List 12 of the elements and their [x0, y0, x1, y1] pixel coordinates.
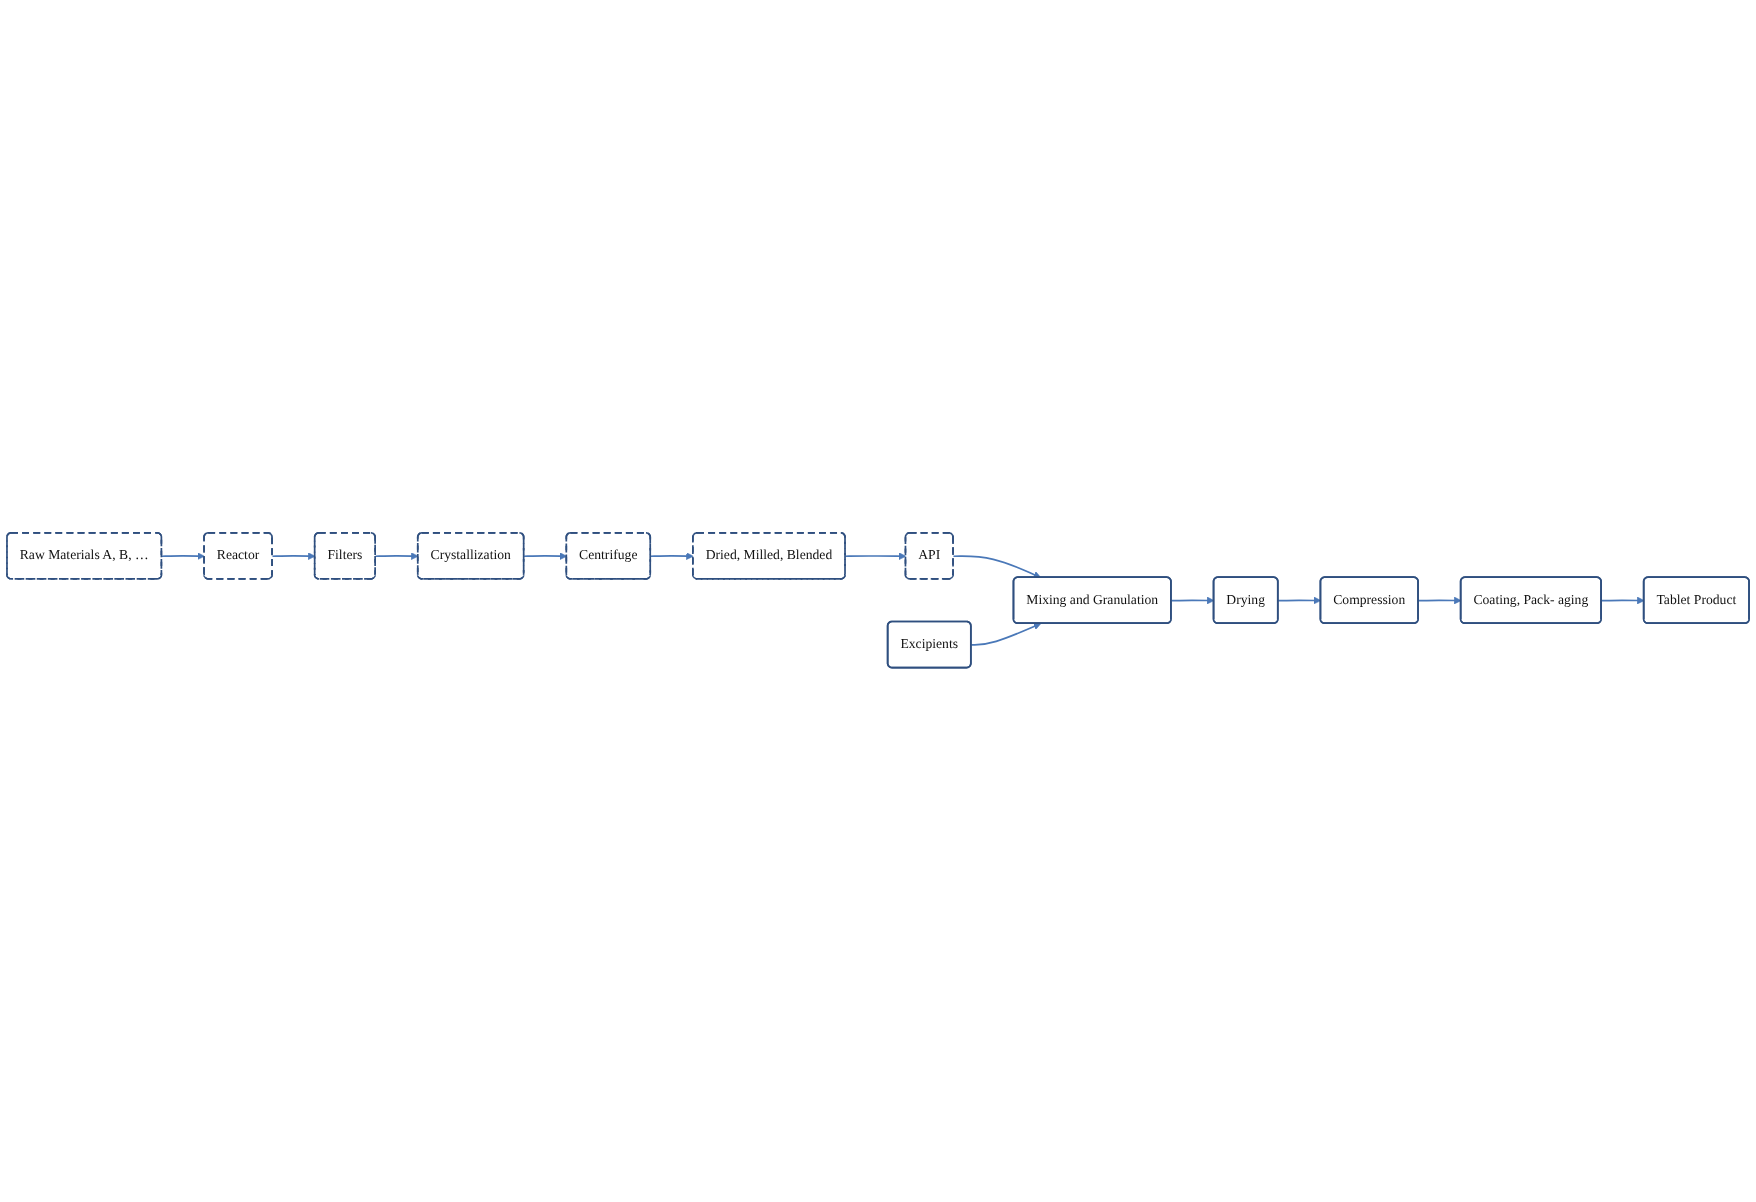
arrow — [160, 553, 205, 561]
arrow — [1277, 597, 1322, 606]
arrow — [523, 553, 568, 561]
arrow — [1600, 597, 1645, 606]
arrow — [970, 623, 1041, 647]
arrow — [952, 556, 1041, 580]
arrow — [844, 553, 907, 561]
arrow — [1417, 597, 1462, 606]
arrow — [1170, 597, 1215, 606]
arrow — [649, 553, 694, 561]
arrow — [374, 553, 419, 561]
arrow — [271, 553, 316, 561]
